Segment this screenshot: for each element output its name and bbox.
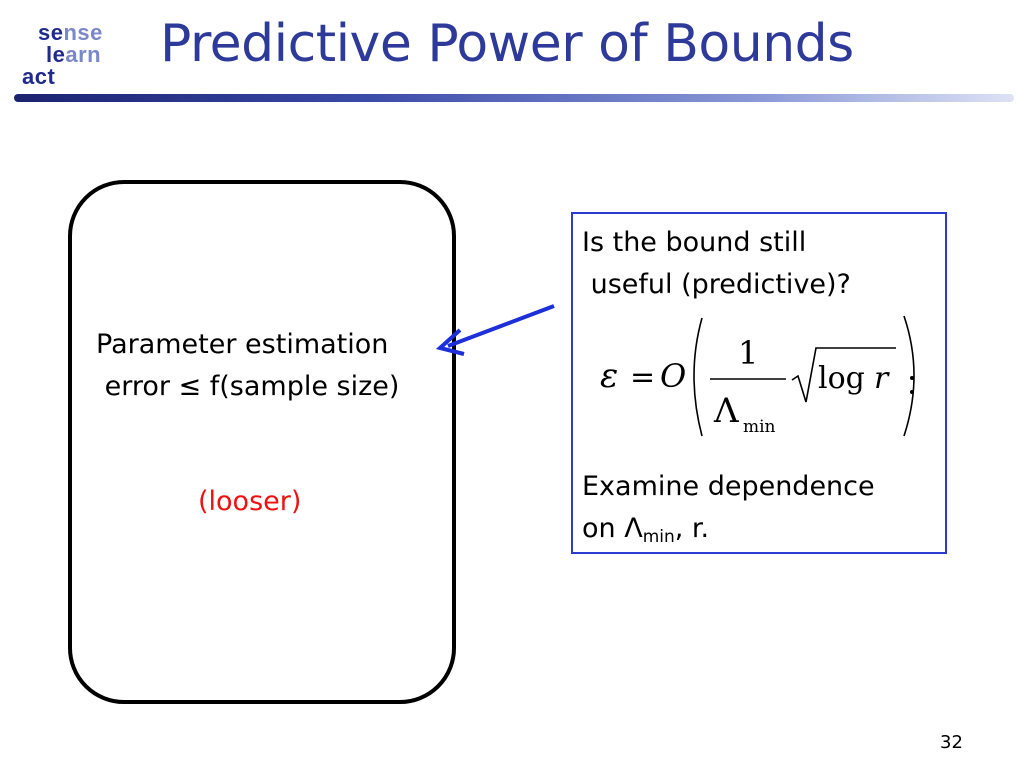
parameter-line-2: error ≤ f(sample size) — [96, 371, 400, 402]
formula-dot-1 — [910, 376, 914, 380]
question-text: Is the bound still useful (predictive)? — [582, 222, 851, 306]
question-box — [571, 212, 947, 554]
left-arrow-icon — [435, 304, 555, 356]
logo-line-3: act — [22, 64, 56, 89]
formula-epsilon: ε — [600, 356, 618, 396]
formula-numerator: 1 — [738, 334, 758, 372]
parameter-line-1: Parameter estimation — [96, 329, 389, 360]
formula-r: r — [874, 361, 890, 396]
examine-text: Examine dependence on Λmin, r. — [582, 466, 875, 558]
bound-formula: ε = O 1 Λ min log r — [600, 315, 915, 437]
logo-line-1: sense — [38, 20, 103, 45]
looser-label: (looser) — [198, 486, 302, 517]
logo-line-2: learn — [46, 42, 102, 67]
slide-title: Predictive Power of Bounds — [160, 14, 854, 74]
formula-log: log — [818, 361, 865, 396]
parameter-estimation-text: Parameter estimation error ≤ f(sample si… — [96, 324, 399, 408]
rounded-rectangle-shape — [68, 180, 456, 704]
formula-lambda-sub: min — [743, 417, 776, 437]
examine-line-2: on Λmin, r. — [582, 513, 710, 547]
formula-big-o: O — [660, 357, 686, 395]
sense-learn-act-logo: sense learn act — [18, 22, 128, 92]
formula-right-paren — [903, 315, 915, 437]
examine-line-1: Examine dependence — [582, 471, 875, 502]
formula-left-paren — [693, 317, 703, 437]
title-divider — [14, 94, 1014, 102]
formula-equals: = — [630, 360, 655, 395]
page-number: 32 — [940, 732, 963, 753]
formula-lambda: Λ — [713, 391, 739, 431]
question-line-1: Is the bound still — [582, 227, 807, 258]
formula-sqrt — [791, 347, 896, 403]
question-line-2: useful (predictive)? — [582, 269, 851, 300]
